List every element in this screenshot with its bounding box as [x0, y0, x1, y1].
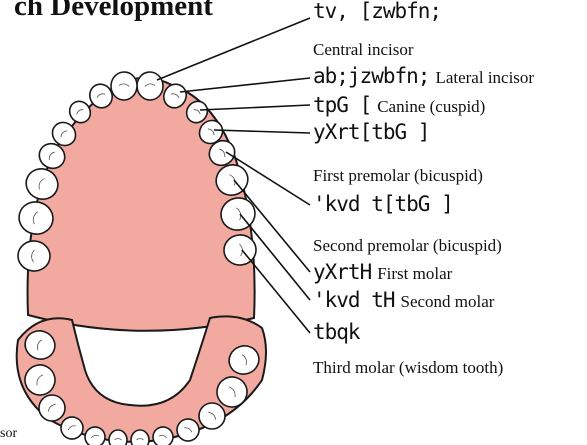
label-central-incisor-english: Central incisor	[313, 40, 414, 60]
label-second-premolar: 'kvd t[tbG ]	[313, 194, 459, 216]
label-third-molar-english: Third molar (wisdom tooth)	[313, 358, 503, 378]
label-lateral-incisor: ab;jzwbfn;Lateral incisor	[313, 66, 534, 88]
leader-first-premolar	[214, 130, 310, 133]
lower-tooth-6	[109, 430, 127, 445]
leader-central-incisor	[157, 18, 310, 80]
label-first-premolar-english: First premolar (bicuspid)	[313, 166, 483, 186]
upper-palate	[28, 78, 255, 331]
leader-canine	[200, 105, 310, 110]
label-canine: tpG [Canine (cuspid)	[313, 95, 485, 117]
lower-tooth-7	[131, 430, 149, 445]
cropped-caption: sor	[0, 426, 17, 442]
label-second-premolar-english: Second premolar (bicuspid)	[313, 236, 502, 256]
label-first-premolar: yXrt[tbG ]	[313, 122, 435, 144]
label-third-molar: tbqk	[313, 322, 366, 344]
leader-lateral-incisor	[180, 78, 310, 92]
label-central-incisor: tv, [zwbfn;	[313, 1, 447, 23]
